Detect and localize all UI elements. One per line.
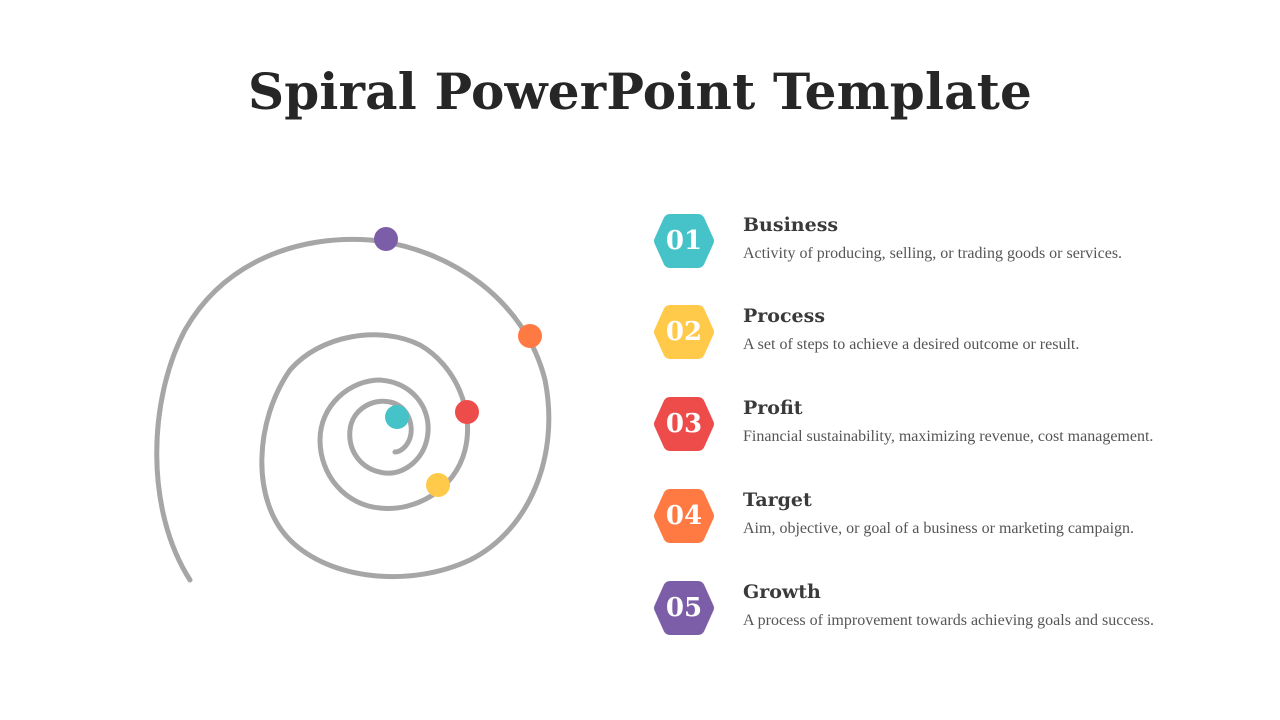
spiral-dot-yellow [426,473,450,497]
spiral-dot-orange [518,324,542,348]
hexagon-badge: 02 [652,303,716,361]
page-title: Spiral PowerPoint Template [247,62,1033,121]
item-title: Business [743,214,839,236]
item-description: Financial sustainability, maximizing rev… [743,428,1154,445]
item-description: A process of improvement towards achievi… [743,612,1155,629]
hexagon-icon [654,581,714,635]
list-item: 05 Growth A process of improvement towards… [652,579,1252,641]
spiral-path [154,236,552,583]
hexagon-icon [654,305,714,359]
item-title: Target [743,489,812,511]
item-description: A set of steps to achieve a desired outc… [743,336,1080,353]
item-number: 04 [665,501,703,531]
hexagon-icon [654,397,714,451]
item-number: 01 [665,226,703,256]
item-title: Process [743,305,826,327]
item-title: Profit [743,397,803,419]
hexagon-icon [654,214,714,268]
spiral-dot-purple [374,227,398,251]
hexagon-badge: 03 [652,395,716,453]
hexagon-icon [654,489,714,543]
spiral-diagram [154,227,552,583]
item-number: 05 [665,593,703,623]
spiral-dot-teal [385,405,409,429]
hexagon-badge: 04 [652,487,716,545]
list-item: 02 Process A set of steps to achieve a des… [652,303,1252,365]
hexagon-badge: 01 [652,212,716,270]
item-number: 02 [665,317,703,347]
item-description: Aim, objective, or goal of a business or… [743,520,1135,537]
hexagon-badge: 05 [652,579,716,637]
spiral-dot-red [455,400,479,424]
item-description: Activity of producing, selling, or tradi… [743,245,1123,262]
item-title: Growth [743,581,821,603]
item-number: 03 [665,409,703,439]
